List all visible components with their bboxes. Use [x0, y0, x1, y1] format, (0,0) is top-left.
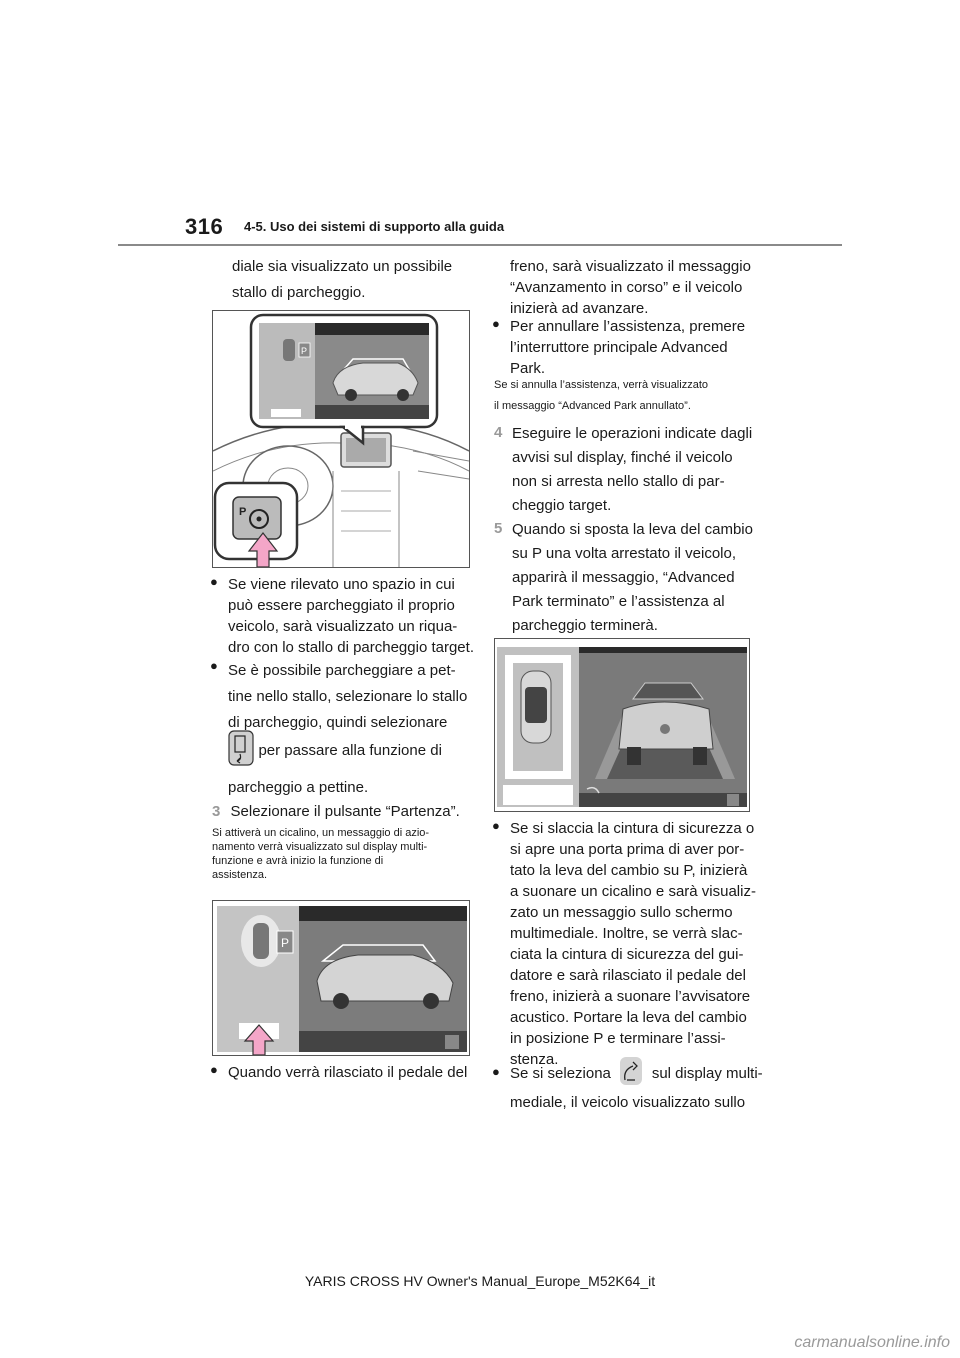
intro-line-2: stallo di parcheggio.: [232, 284, 366, 301]
step3-note-0: Si attiverà un cicalino, un messaggio di…: [212, 827, 430, 839]
forward-view-illustration: [497, 647, 747, 807]
bullet1-line-3: dro con lo stallo di parcheggio target.: [228, 639, 474, 656]
bullet2-line-2: di parcheggio, quindi selezionare: [228, 714, 448, 731]
bullet-dot: ●: [492, 316, 500, 331]
seatbelt-line-8: freno, inizierà a suonare l’avvisatore: [510, 988, 751, 1005]
dashboard-illustration: P P: [212, 313, 470, 568]
header-rule: [118, 244, 842, 246]
seatbelt-line-10: in posizione P e terminare l’assi-: [510, 1030, 726, 1047]
step5-line-2: apparirà il messaggio, “Advanced: [512, 569, 735, 586]
bullet-dot: ●: [492, 818, 500, 833]
p-button-label: P: [239, 506, 246, 518]
seatbelt-line-4: zato un messaggio sullo schermo: [510, 904, 733, 921]
bullet2-line-1: tine nello stallo, selezionare lo stallo: [228, 688, 468, 705]
step3-note-3: assistenza.: [212, 869, 268, 881]
select-text-b: sul display multi-: [651, 1065, 763, 1082]
step4-number: 4: [494, 424, 503, 441]
bullet-dot: ●: [492, 1064, 500, 1079]
seatbelt-line-2: tato la leva del cambio su P, inizierà: [510, 862, 748, 879]
cont-line-2: inizierà ad avanzare.: [510, 300, 649, 317]
bullet1-line-1: può essere parcheggiato il proprio: [228, 597, 455, 614]
step5-line-1: su P una volta arrestato il veicolo,: [512, 545, 737, 562]
seatbelt-line-6: ciata la cintura di sicurezza del gui-: [510, 946, 744, 963]
bullet1-line-2: veicolo, sarà visualizzato un riqua-: [228, 618, 458, 635]
step5-line-0: Quando si sposta la leva del cambio: [512, 521, 753, 538]
view-switch-icon: [619, 1056, 643, 1091]
cancel-line-1: l’interruttore principale Advanced: [510, 339, 728, 356]
screen-p-badge: P: [281, 936, 289, 950]
seatbelt-line-11: stenza.: [510, 1051, 559, 1068]
seatbelt-line-9: acustico. Portare la leva del cambio: [510, 1009, 747, 1026]
step5-line-3: Park terminato” e l’assistenza al: [512, 593, 725, 610]
bullet1-line-0: Se viene rilevato uno spazio in cui: [228, 576, 455, 593]
figure-forward-view: [494, 638, 750, 812]
start-screen-illustration: P: [217, 906, 467, 1056]
watermark: carmanualsonline.info: [794, 1334, 950, 1351]
bullet2-after-icon: per passare alla funzione di: [258, 742, 442, 759]
step3-number: 3: [212, 803, 221, 820]
seatbelt-line-3: a suonare un cicalino e sarà visualiz-: [510, 883, 756, 900]
step3-note-1: namento verrà visualizzato sul display m…: [212, 841, 428, 853]
select-text-a: Se si seleziona: [510, 1065, 611, 1082]
cancel-line-0: Per annullare l’assistenza, premere: [510, 318, 746, 335]
seatbelt-line-7: datore e sarà rilasciato il pedale del: [510, 967, 746, 984]
step3-note-2: funzione e avrà inizio la funzione di: [212, 855, 384, 867]
step4-line-3: cheggio target.: [512, 497, 612, 514]
cancel-note-1: il messaggio “Advanced Park annullato”.: [494, 400, 691, 412]
comb-parking-icon: [228, 730, 254, 771]
page-number: 316: [185, 214, 224, 239]
section-title: 4-5. Uso dei sistemi di supporto alla gu…: [244, 219, 505, 234]
cancel-note-0: Se si annulla l’assistenza, verrà visual…: [494, 379, 708, 391]
figure-start-screen: P: [212, 900, 470, 1056]
seatbelt-line-0: Se si slaccia la cintura di sicurezza o: [510, 820, 755, 837]
cancel-line-2: Park.: [510, 360, 546, 377]
cont-line-0: freno, sarà visualizzato il messaggio: [510, 258, 751, 275]
bullet-dot: ●: [210, 658, 218, 673]
manual-footer: YARIS CROSS HV Owner's Manual_Europe_M52…: [304, 1273, 656, 1289]
step4-line-0: Eseguire le operazioni indicate dagli: [512, 425, 753, 442]
step4-line-2: non si arresta nello stallo di par-: [512, 473, 725, 490]
step5-line-4: parcheggio terminerà.: [512, 617, 658, 634]
bullet-dot: ●: [210, 1062, 218, 1077]
cont-line-1: “Avanzamento in corso” e il veicolo: [510, 279, 743, 296]
bullet-dot: ●: [210, 574, 218, 589]
bullet2-end: parcheggio a pettine.: [228, 779, 369, 796]
figure-dashboard: P P: [212, 310, 470, 568]
bullet3-text: Quando verrà rilasciato il pedale del: [228, 1064, 468, 1081]
select-text-c: mediale, il veicolo visualizzato sullo: [510, 1094, 746, 1111]
bullet2-line-0: Se è possibile parcheggiare a pet-: [228, 662, 456, 679]
step4-line-1: avvisi sul display, finché il veicolo: [512, 449, 733, 466]
seatbelt-line-5: multimediale. Inoltre, se verrà slac-: [510, 925, 743, 942]
step5-number: 5: [494, 520, 503, 537]
step3-text: Selezionare il pulsante “Partenza”.: [230, 803, 460, 820]
seatbelt-line-1: si apre una porta prima di aver por-: [510, 841, 745, 858]
parking-p-badge: P: [301, 346, 307, 356]
intro-line-1: diale sia visualizzato un possibile: [232, 258, 453, 275]
